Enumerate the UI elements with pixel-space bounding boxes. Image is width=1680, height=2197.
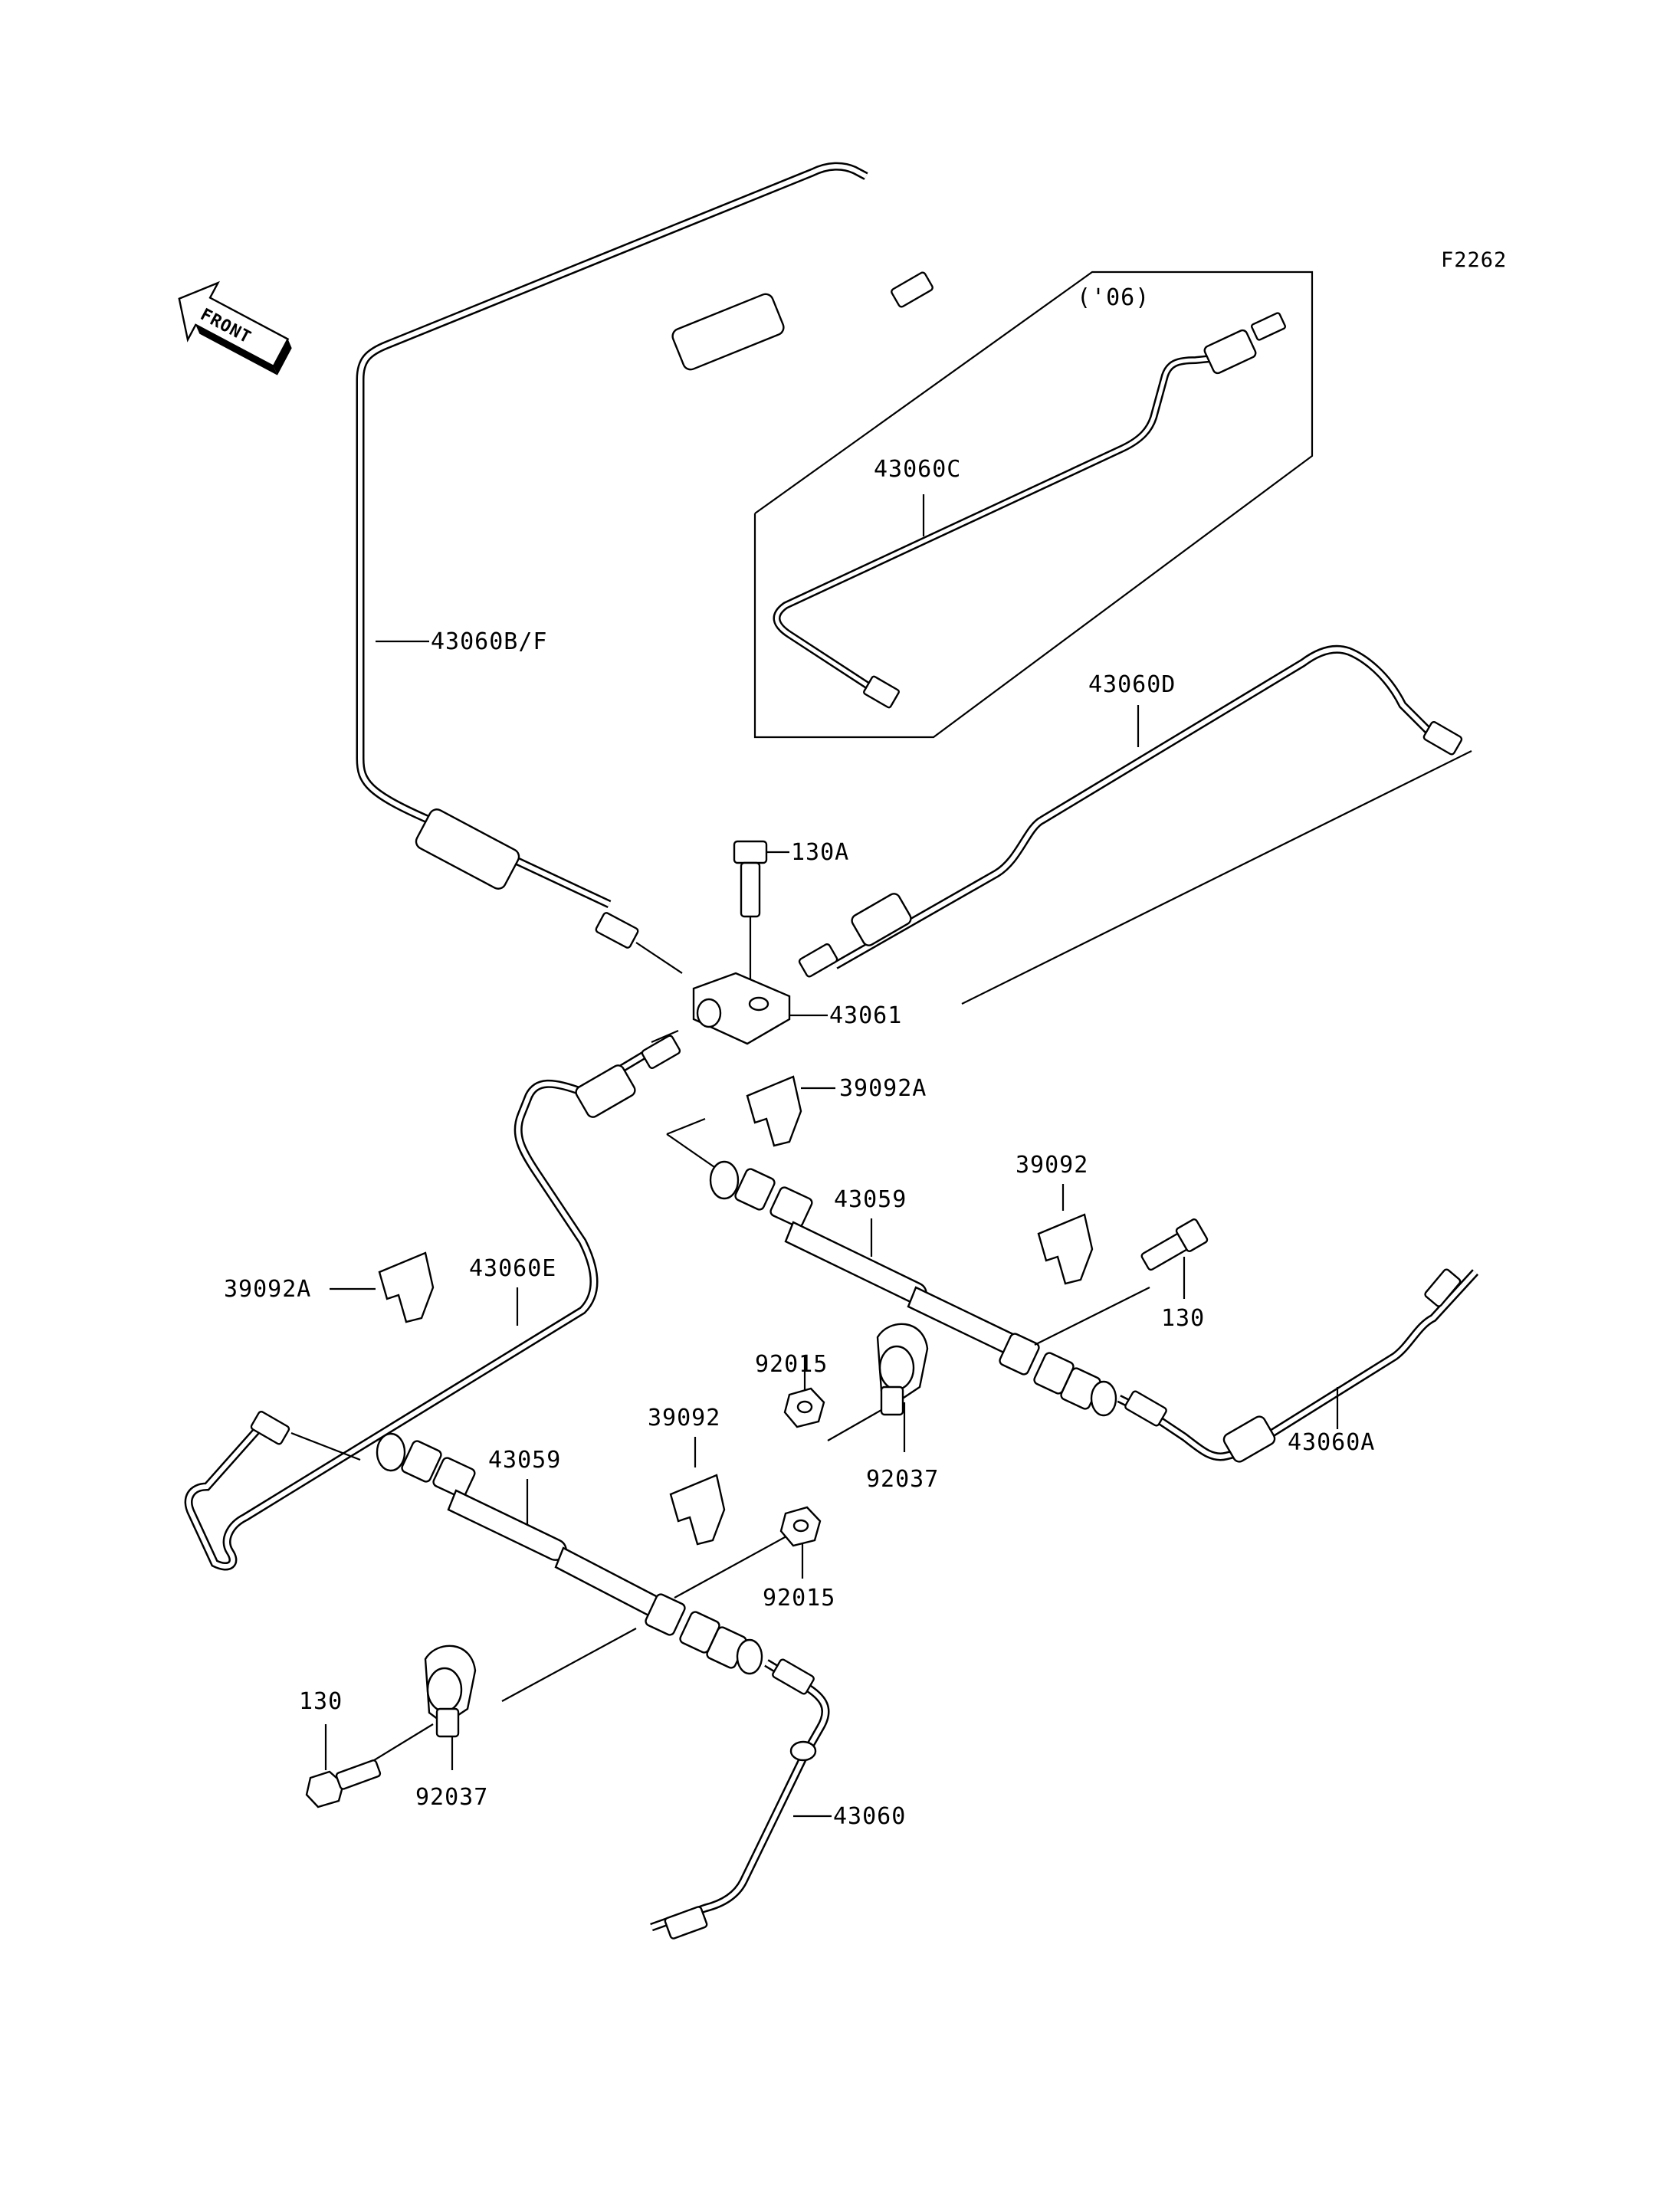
callout-43059-upper: 43059 bbox=[834, 1186, 907, 1213]
callout-130A: 130A bbox=[791, 839, 849, 866]
pipe-43060BF: 43060B/F bbox=[356, 162, 934, 974]
callout-43060: 43060 bbox=[833, 1803, 906, 1830]
callout-92015-lower: 92015 bbox=[763, 1585, 835, 1612]
callout-43061: 43061 bbox=[829, 1002, 902, 1029]
callout-130-upper: 130 bbox=[1161, 1305, 1205, 1332]
callout-43059-lower: 43059 bbox=[488, 1447, 561, 1474]
callout-43060E: 43060E bbox=[469, 1255, 556, 1282]
callout-43060D: 43060D bbox=[1088, 671, 1176, 698]
clip-39092-lower: 39092 bbox=[648, 1405, 726, 1546]
pipe-43060: 43060 bbox=[650, 1658, 906, 1940]
callout-43060A: 43060A bbox=[1288, 1429, 1375, 1456]
clamp-92037-lower: 92037 bbox=[363, 1644, 488, 1811]
callout-39092A-top: 39092A bbox=[839, 1075, 927, 1102]
callout-130-lower: 130 bbox=[299, 1688, 343, 1715]
callout-43060C: 43060C bbox=[874, 456, 961, 483]
callout-39092-lower: 39092 bbox=[648, 1405, 720, 1431]
hose-43059-upper: 43059 bbox=[709, 1160, 1150, 1417]
front-arrow-icon: FRONT bbox=[178, 280, 292, 375]
nut-92015-upper: 92015 bbox=[755, 1351, 828, 1428]
inset-year-label: ('06) bbox=[1077, 284, 1150, 311]
bolt-130-upper: 130 bbox=[1140, 1218, 1209, 1332]
clip-39092A-top: 39092A bbox=[666, 1075, 927, 1169]
callout-39092-upper: 39092 bbox=[1016, 1152, 1088, 1179]
clip-39092A-left: 39092A bbox=[224, 1251, 435, 1323]
callout-92037-upper: 92037 bbox=[866, 1466, 939, 1493]
pipe-43060D: 43060D bbox=[798, 644, 1472, 1005]
clamp-92037-upper: 92037 bbox=[827, 1323, 939, 1493]
nut-92015-lower: 92015 bbox=[763, 1506, 835, 1612]
figure-code: F2262 bbox=[1441, 248, 1507, 272]
callout-43060BF: 43060B/F bbox=[431, 628, 548, 655]
joint-43061: 43061 bbox=[651, 972, 902, 1045]
inset-box: ('06) 43060C bbox=[753, 271, 1314, 739]
hose-43059-lower: 43059 bbox=[376, 1432, 794, 1702]
pipe-43060E: 43060E bbox=[184, 1035, 681, 1571]
callout-92037-lower: 92037 bbox=[415, 1784, 488, 1811]
callout-39092A-left: 39092A bbox=[224, 1276, 311, 1303]
callout-92015-upper: 92015 bbox=[755, 1351, 828, 1378]
clip-39092-upper: 39092 bbox=[1016, 1152, 1094, 1285]
bolt-130A: 130A bbox=[733, 839, 849, 989]
bolt-130-lower: 130 bbox=[299, 1688, 382, 1808]
pipe-43060A: 43060A bbox=[1117, 1268, 1479, 1463]
